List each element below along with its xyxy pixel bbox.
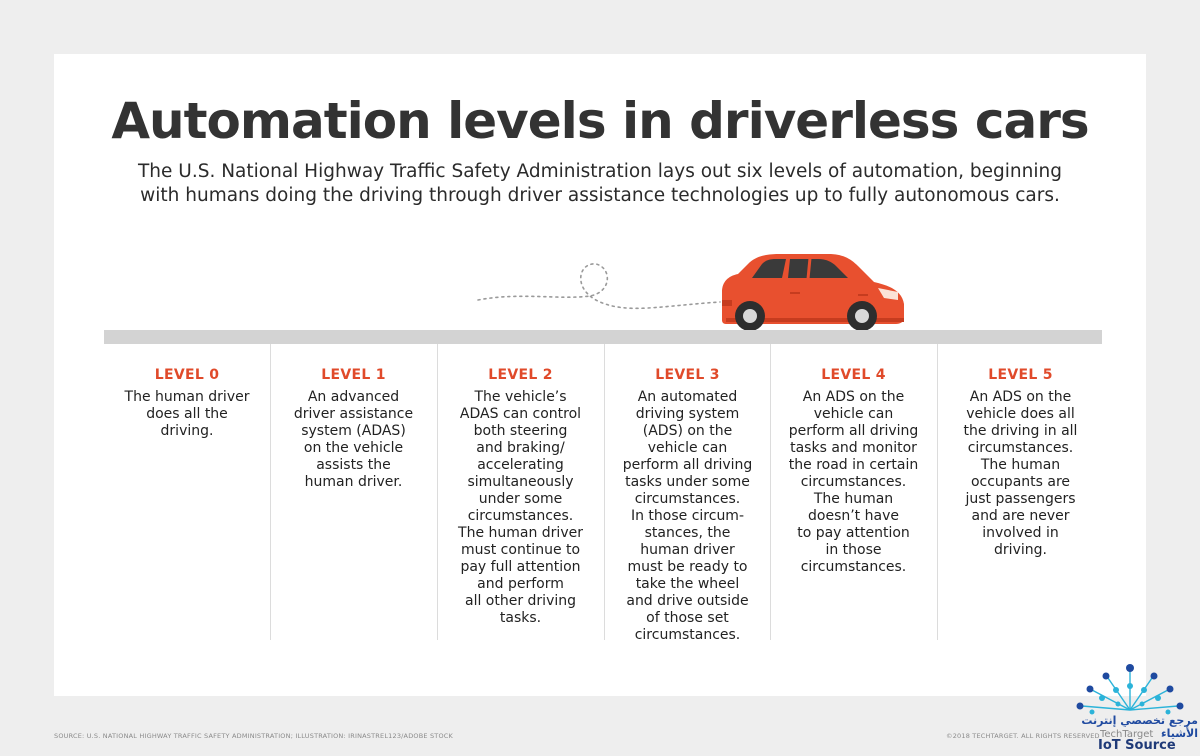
watermark-brand: TechTarget [1100,729,1154,740]
level-column-3: LEVEL 3 An automated driving system (ADS… [604,344,770,643]
level-label: LEVEL 0 [154,367,220,383]
infographic-card [54,54,1146,696]
levels-row: LEVEL 0 The human driver does all the dr… [104,344,1104,643]
level-description: An advanced driver assistance system (AD… [293,389,414,490]
iot-network-logo-icon [1076,664,1184,715]
level-label: LEVEL 3 [655,367,720,383]
copyright-notice: ©2018 TECHTARGET. ALL RIGHTS RESERVED [946,732,1100,740]
source-credit: SOURCE: U.S. NATIONAL HIGHWAY TRAFFIC SA… [54,732,453,740]
level-column-0: LEVEL 0 The human driver does all the dr… [104,344,270,640]
level-description: An ADS on the vehicle can perform all dr… [788,389,919,575]
level-label: LEVEL 1 [321,367,386,383]
page-title: Automation levels in driverless cars [111,92,1089,150]
watermark-arabic-text: مرجع تخصصي إنترنت الأشياء [1081,714,1198,740]
level-column-4: LEVEL 4 An ADS on the vehicle can perfor… [770,344,936,640]
level-description: An ADS on the vehicle does all the drivi… [963,389,1078,558]
page-subtitle: The U.S. National Highway Traffic Safety… [138,161,1062,206]
level-label: LEVEL 5 [988,367,1053,383]
level-label: LEVEL 4 [821,367,886,383]
level-column-2: LEVEL 2 The vehicle’s ADAS can control b… [437,344,603,640]
level-description: The human driver does all the driving. [124,389,250,439]
road [104,330,1102,344]
level-column-1: LEVEL 1 An advanced driver assistance sy… [270,344,436,640]
watermark-product: IoT Source [1098,738,1176,753]
level-description: An automated driving system (ADS) on the… [622,389,753,643]
level-column-5: LEVEL 5 An ADS on the vehicle does all t… [937,344,1103,640]
level-description: The vehicle’s ADAS can control both stee… [458,389,583,626]
level-label: LEVEL 2 [488,367,553,383]
